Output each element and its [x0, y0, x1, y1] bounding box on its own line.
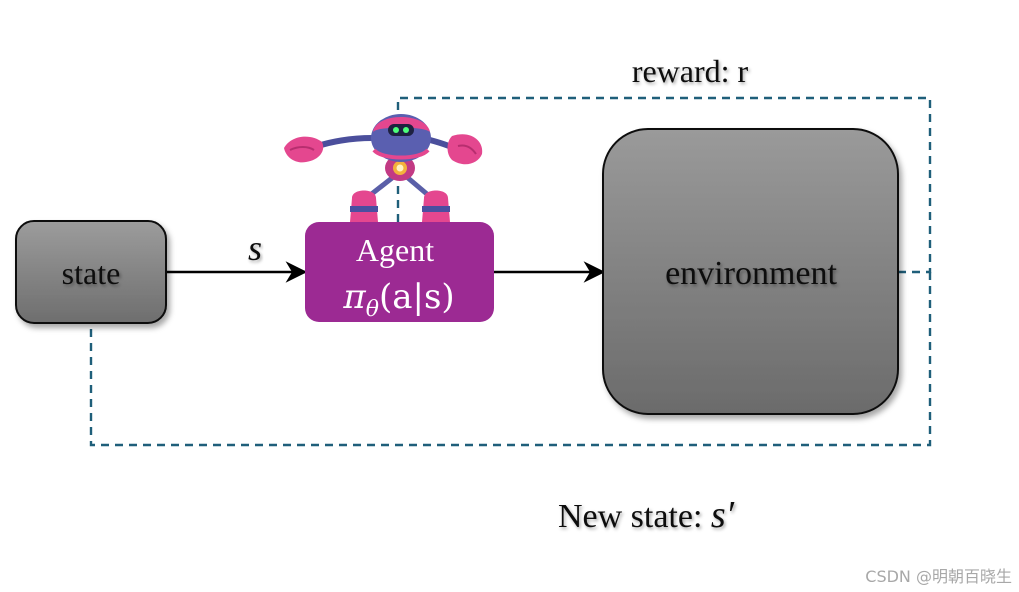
new-state-dashed-line — [89, 272, 932, 447]
new-state-variable: s′ — [711, 494, 735, 536]
state-variable-label: s — [248, 228, 262, 268]
state-node: state — [15, 220, 167, 324]
environment-node: environment — [602, 128, 899, 415]
agent-box — [305, 222, 494, 322]
new-state-text: New state: — [558, 498, 711, 535]
watermark: CSDN @明朝百晓生 — [865, 567, 1012, 586]
agent-node: Agent πθ(a|s) — [305, 222, 494, 322]
feedback-loop-lines — [89, 96, 932, 447]
agent-policy-args: (a|s) — [379, 277, 455, 317]
state-box — [15, 220, 167, 324]
reward-label: reward: r — [632, 53, 749, 89]
agent-policy: πθ(a|s) — [342, 277, 454, 322]
state-box-label: state — [62, 255, 121, 291]
environment-label: environment — [665, 255, 837, 292]
agent-policy-pi: π — [342, 277, 366, 317]
agent-policy-theta: θ — [366, 297, 379, 322]
environment-box — [602, 128, 899, 415]
reward-dashed-line — [396, 96, 932, 274]
new-state-label: New state: s′ — [558, 494, 735, 536]
robot-mascot-icon — [284, 114, 483, 222]
agent-title: Agent — [356, 232, 434, 268]
